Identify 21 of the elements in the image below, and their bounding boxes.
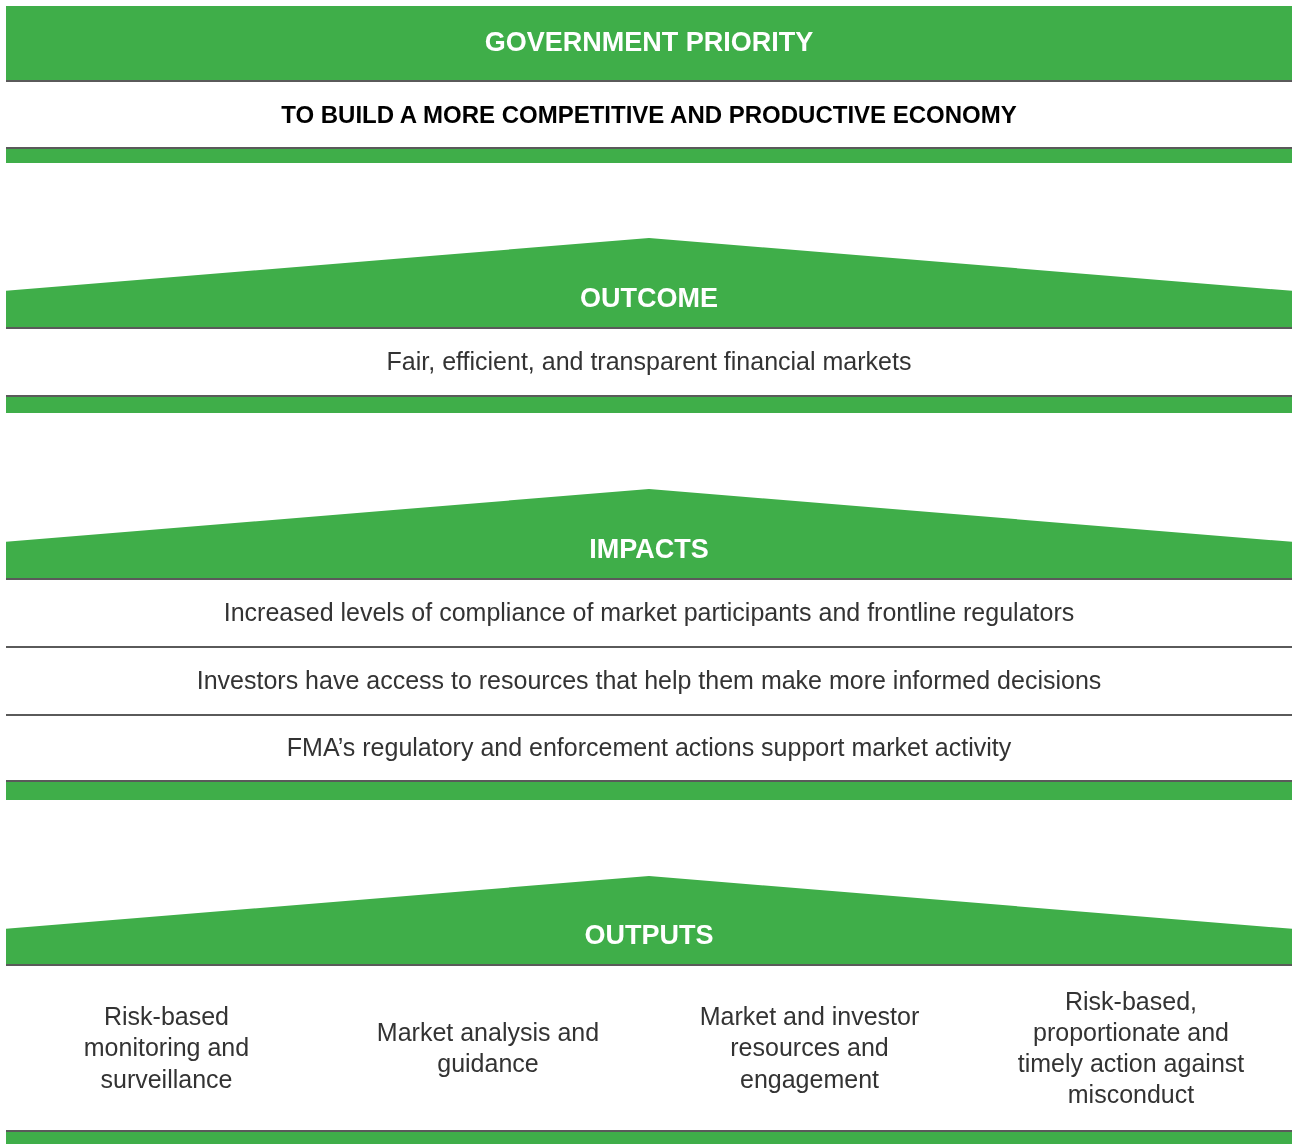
header-band	[6, 6, 1292, 82]
statement-text: TO BUILD A MORE COMPETITIVE AND PRODUCTIVE ECONOMY	[281, 99, 1017, 130]
statement-text: Fair, efficient, and transparent financial markets	[386, 346, 912, 378]
statement-text: Investors have access to resources that help them make more informed decisions	[196, 665, 1102, 697]
section-heading: IMPACTS	[589, 532, 709, 566]
statement-text: Market analysis and guidance	[375, 1016, 601, 1079]
statement-text: FMA’s regulatory and enforcement actions support market activity	[286, 732, 1012, 764]
statement-text: Increased levels of compliance of market participants and frontline regulators	[223, 597, 1075, 629]
divider-bar	[6, 147, 1292, 163]
section-heading: OUTPUTS	[584, 919, 714, 953]
section-heading: OUTCOME	[580, 281, 718, 315]
statement-text: Risk-based, proportionate and timely action against misconduct	[1016, 985, 1246, 1111]
statement-text: Risk-based monitoring and surveillance	[82, 1001, 251, 1095]
roof-heading	[6, 489, 1292, 580]
divider-bar	[6, 395, 1292, 413]
roof-heading	[6, 238, 1292, 329]
divider-bar	[6, 780, 1292, 800]
statement-text: Market and investor resources and engagement	[698, 1001, 921, 1095]
section-heading: GOVERNMENT PRIORITY	[484, 26, 814, 60]
divider-bar	[6, 1130, 1292, 1144]
roof-heading	[6, 876, 1292, 966]
